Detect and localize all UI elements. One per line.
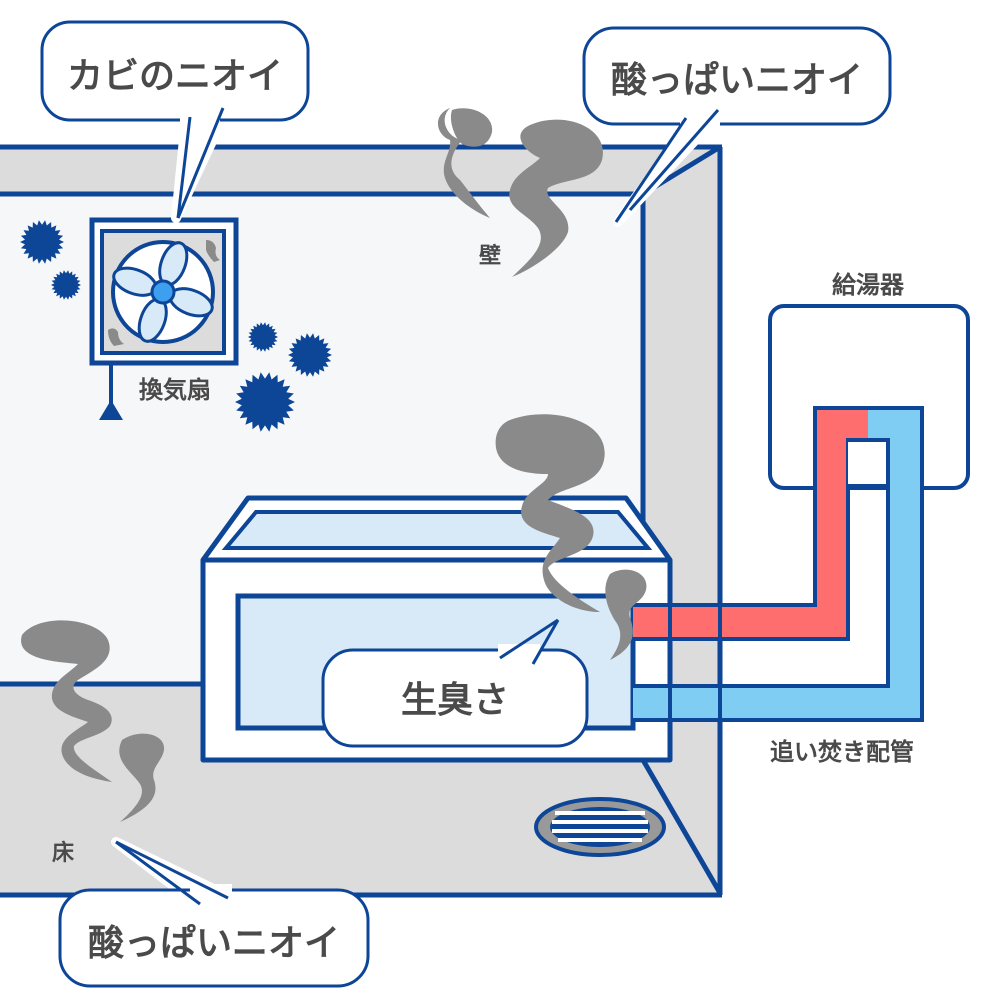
mold-spore-icon: [51, 270, 81, 300]
cold-pipe: [633, 408, 922, 720]
label-floor: 床: [52, 840, 75, 866]
callout-sour-smell-wall-text: 酸っぱいニオイ: [611, 60, 863, 101]
label-fan: 換気扇: [139, 376, 211, 404]
wall-top-edge: [0, 145, 720, 195]
callout-raw-smell: 生臭さ: [321, 618, 589, 748]
label-water-heater: 給湯器: [832, 271, 905, 299]
callout-mold-smell-text: カビのニオイ: [67, 56, 283, 97]
callout-raw-smell-text: 生臭さ: [401, 680, 509, 721]
callout-sour-smell-floor-text: 酸っぱいニオイ: [88, 923, 340, 964]
drain-icon: [534, 797, 666, 857]
reheat-pipes: [633, 406, 924, 722]
mold-spores: [20, 220, 332, 432]
callout-sour-smell-floor: 酸っぱいニオイ: [58, 837, 370, 988]
fan-icon: [89, 217, 239, 420]
smoke-icon: [21, 108, 647, 822]
callout-sour-smell-wall: 酸っぱいニオイ: [582, 26, 892, 227]
callout-mold-smell: カビのニオイ: [40, 20, 310, 223]
mold-spore-icon: [248, 322, 278, 352]
label-reheat-pipe: 追い焚き配管: [770, 738, 914, 766]
hot-pipe: [633, 408, 868, 639]
mold-spore-icon: [235, 372, 295, 432]
mold-spore-icon: [20, 220, 64, 264]
mold-spore-icon: [288, 333, 332, 377]
label-wall: 壁: [479, 243, 501, 269]
